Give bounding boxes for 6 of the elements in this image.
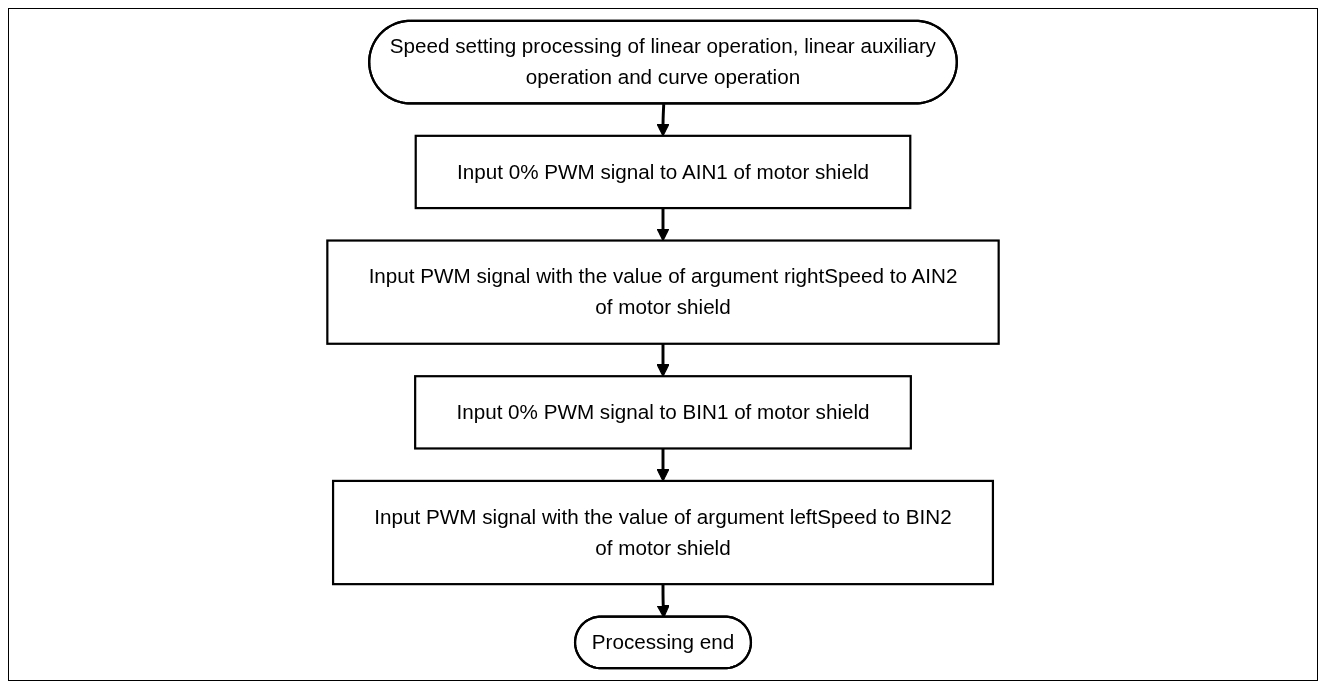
node-box — [414, 375, 912, 450]
node-box — [326, 239, 1000, 345]
node-box — [331, 479, 995, 586]
arrow — [656, 343, 670, 377]
diagram-frame: Speed setting processing of linear operation, linear auxiliary operation and curve operation Input 0% PWM signal to AIN1 of motor shield Input PWM signal with the value of argument rightSpeed to AIN2 of motor shield Input 0% PWM signal to BIN1 of motor shield Input PWM signal with the value of argument leftSpeed to BIN2 of motor shield Processing end — [8, 8, 1318, 681]
node-box — [414, 134, 912, 210]
